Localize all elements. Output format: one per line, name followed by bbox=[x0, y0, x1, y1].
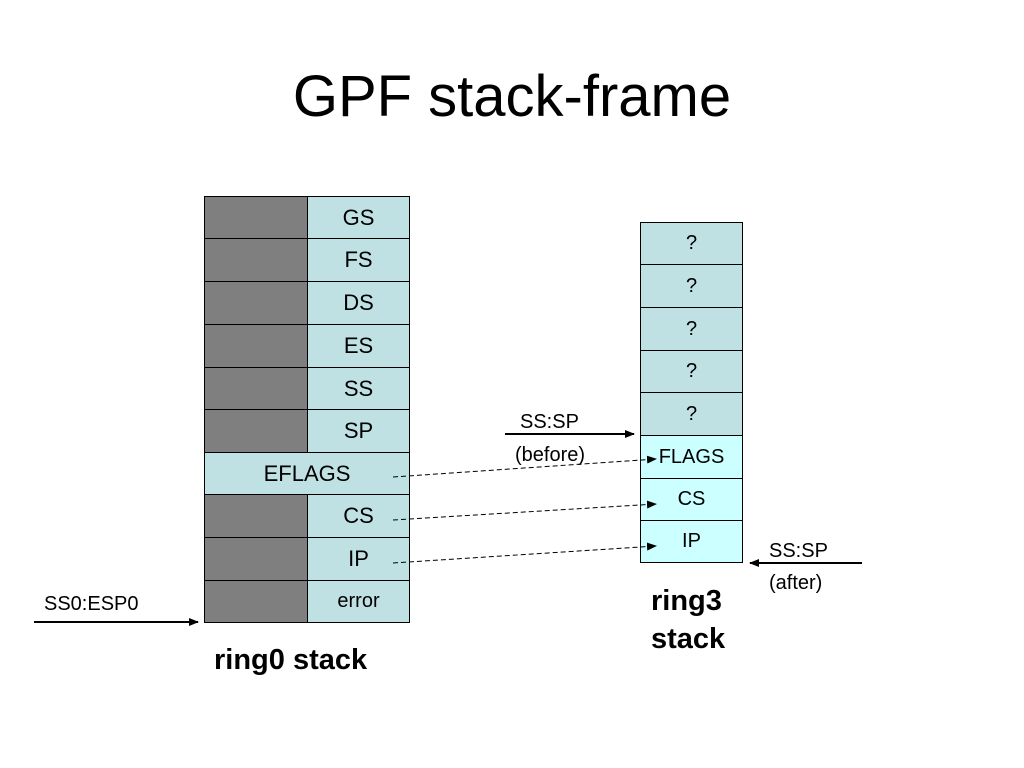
ring3-cs-cell: CS bbox=[640, 478, 743, 521]
ring3-unknown-cell: ? bbox=[640, 392, 743, 436]
ring3-unknown-cell: ? bbox=[640, 350, 743, 393]
slide-title: GPF stack-frame bbox=[292, 64, 732, 129]
ring3-flags-cell: FLAGS bbox=[640, 435, 743, 479]
ring0-error-cell: error bbox=[307, 580, 410, 623]
cs-copy-arrow bbox=[392, 500, 657, 521]
ss0-esp0-label: SS0:ESP0 bbox=[44, 593, 139, 615]
ring0-unused-cell bbox=[204, 324, 308, 368]
ss-sp-before-label: SS:SP bbox=[520, 411, 579, 433]
ring3-unknown-cell: ? bbox=[640, 264, 743, 308]
ss-sp-after-label: SS:SP bbox=[769, 540, 828, 562]
ss-sp-after-note: (after) bbox=[769, 572, 823, 594]
ring3-ip-cell: IP bbox=[640, 520, 743, 563]
ip-copy-arrow bbox=[392, 542, 657, 564]
ring3-stack-caption-line2: stack bbox=[651, 623, 726, 655]
ring0-cs-cell: CS bbox=[307, 494, 410, 538]
ring0-unused-cell bbox=[204, 537, 308, 581]
ring3-stack-caption-line1: ring3 bbox=[651, 585, 722, 617]
ring0-unused-cell bbox=[204, 580, 308, 623]
ring0-ss-cell: SS bbox=[307, 367, 410, 410]
ring3-unknown-cell: ? bbox=[640, 307, 743, 351]
ring0-ds-cell: DS bbox=[307, 281, 410, 325]
ss-sp-before-note: (before) bbox=[515, 444, 586, 466]
ring0-ip-cell: IP bbox=[307, 537, 410, 581]
ring0-sp-cell: SP bbox=[307, 409, 410, 453]
ring0-es-cell: ES bbox=[307, 324, 410, 368]
eflags-copy-arrow bbox=[392, 455, 657, 478]
ring0-stack-caption: ring0 stack bbox=[214, 644, 368, 676]
ring0-unused-cell bbox=[204, 196, 308, 239]
